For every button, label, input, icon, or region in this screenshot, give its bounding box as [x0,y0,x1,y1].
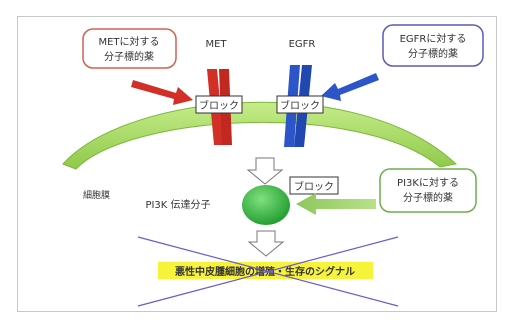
met-drug-box [82,28,177,69]
down-arrow-1 [246,157,284,185]
met-label: MET [205,39,227,50]
signaling-diagram: MET EGFR METに対する 分子標的薬 EGFRに対する 分子標的薬 ブロ… [62,24,484,307]
met-drug-line2: 分子標的薬 [104,50,154,63]
egfr-label: EGFR [289,39,316,50]
egfr-drug-line1: EGFRに対する [400,32,467,45]
pi3k-molecule [242,185,290,225]
signal-label: 悪性中皮腫細胞の増殖・生存のシグナル [175,265,355,278]
pi3k-drug-line1: PI3Kに対する [397,176,459,189]
cross-line-2 [137,236,399,307]
met-block-label: ブロック [199,99,239,112]
egfr-block-box [276,95,324,114]
met-block-box [195,95,243,114]
egfr-drug-line2: 分子標的薬 [408,47,458,60]
egfr-block-label: ブロック [280,99,320,112]
met-drug-arrow [131,80,193,105]
pi3k-drug-arrow [296,193,376,215]
pi3k-block-label: ブロック [294,180,334,193]
met-drug-line1: METに対する [98,35,159,48]
pi3k-drug-box [379,168,477,213]
egfr-drug-arrow [321,73,379,101]
egfr-drug-box [382,24,484,67]
pi3k-drug-line2: 分子標的薬 [403,191,453,204]
diagram-frame: MET EGFR METに対する 分子標的薬 EGFRに対する 分子標的薬 ブロ… [17,16,497,312]
membrane-label: 細胞膜 [83,189,110,201]
pi3k-block-box [289,176,339,195]
pi3k-label: PI3K 伝達分子 [145,199,210,211]
cell-membrane [62,101,458,170]
down-arrow-2 [247,230,285,257]
